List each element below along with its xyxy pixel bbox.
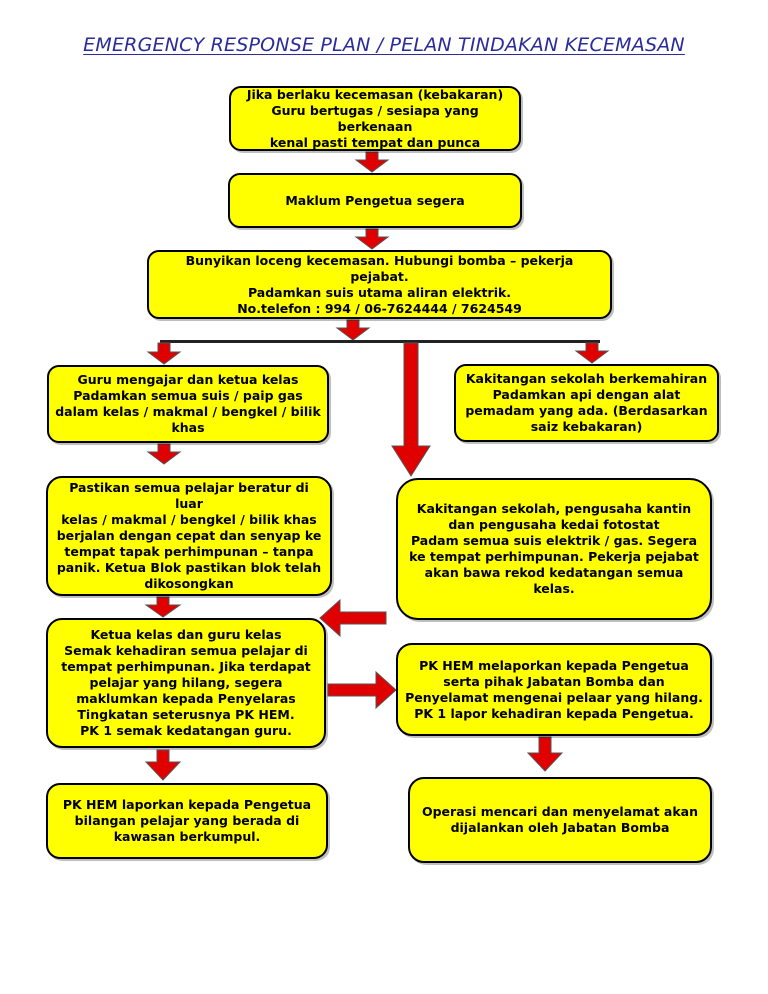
arrow-down-left bbox=[146, 342, 182, 365]
step-report-count: PK HEM laporkan kepada Pengetua bilangan… bbox=[46, 783, 328, 859]
branch-line bbox=[160, 340, 600, 343]
step-staff-operators: Kakitangan sekolah, pengusaha kantin dan… bbox=[396, 478, 712, 620]
step-detect-emergency: Jika berlaku kecemasan (kebakaran) Guru … bbox=[229, 86, 521, 151]
step-detect-text: Jika berlaku kecemasan (kebakaran) Guru … bbox=[246, 86, 504, 150]
arrow-down-2 bbox=[354, 228, 390, 250]
step-search-rescue-text: Operasi mencari dan menyelamat akan dija… bbox=[421, 804, 699, 835]
arrow-down-5 bbox=[144, 596, 182, 618]
step-search-rescue: Operasi mencari dan menyelamat akan dija… bbox=[408, 777, 712, 863]
step-alarm-text: Bunyikan loceng kecemasan. Hubungi bomba… bbox=[185, 252, 574, 316]
step-evacuate-text: Pastikan semua pelajar beratur di luar k… bbox=[56, 480, 322, 591]
page-title: EMERGENCY RESPONSE PLAN / PELAN TINDAKAN… bbox=[83, 34, 685, 56]
arrow-down-middle-long bbox=[391, 342, 431, 477]
arrow-down-7 bbox=[526, 736, 564, 772]
arrow-down-4 bbox=[146, 443, 182, 465]
step-attendance-text: Ketua kelas dan guru kelas Semak kehadir… bbox=[61, 627, 311, 738]
arrow-down-6 bbox=[144, 749, 182, 781]
step-evacuate-students: Pastikan semua pelajar beratur di luar k… bbox=[46, 476, 332, 596]
step-teachers-text: Guru mengajar dan ketua kelas Padamkan s… bbox=[55, 372, 321, 435]
step-notify-principal-text: Maklum Pengetua segera bbox=[285, 192, 465, 208]
arrow-down-1 bbox=[354, 151, 390, 173]
step-report-missing-text: PK HEM melaporkan kepada Pengetua serta … bbox=[405, 657, 703, 721]
arrow-left-to-attendance bbox=[319, 598, 387, 638]
step-attendance-check: Ketua kelas dan guru kelas Semak kehadir… bbox=[46, 618, 326, 748]
step-report-missing: PK HEM melaporkan kepada Pengetua serta … bbox=[396, 643, 712, 736]
step-staff-operators-text: Kakitangan sekolah, pengusaha kantin dan… bbox=[409, 501, 699, 596]
step-sound-alarm: Bunyikan loceng kecemasan. Hubungi bomba… bbox=[147, 250, 612, 319]
step-teachers-switch-off: Guru mengajar dan ketua kelas Padamkan s… bbox=[47, 365, 329, 443]
step-skilled-staff-text: Kakitangan sekolah berkemahiran Padamkan… bbox=[465, 371, 708, 434]
arrow-right-to-report bbox=[327, 670, 397, 710]
arrow-down-3 bbox=[335, 319, 371, 341]
arrow-down-right bbox=[574, 342, 610, 364]
step-notify-principal: Maklum Pengetua segera bbox=[228, 173, 522, 228]
step-report-count-text: PK HEM laporkan kepada Pengetua bilangan… bbox=[62, 797, 312, 844]
step-skilled-staff-extinguish: Kakitangan sekolah berkemahiran Padamkan… bbox=[454, 364, 719, 442]
